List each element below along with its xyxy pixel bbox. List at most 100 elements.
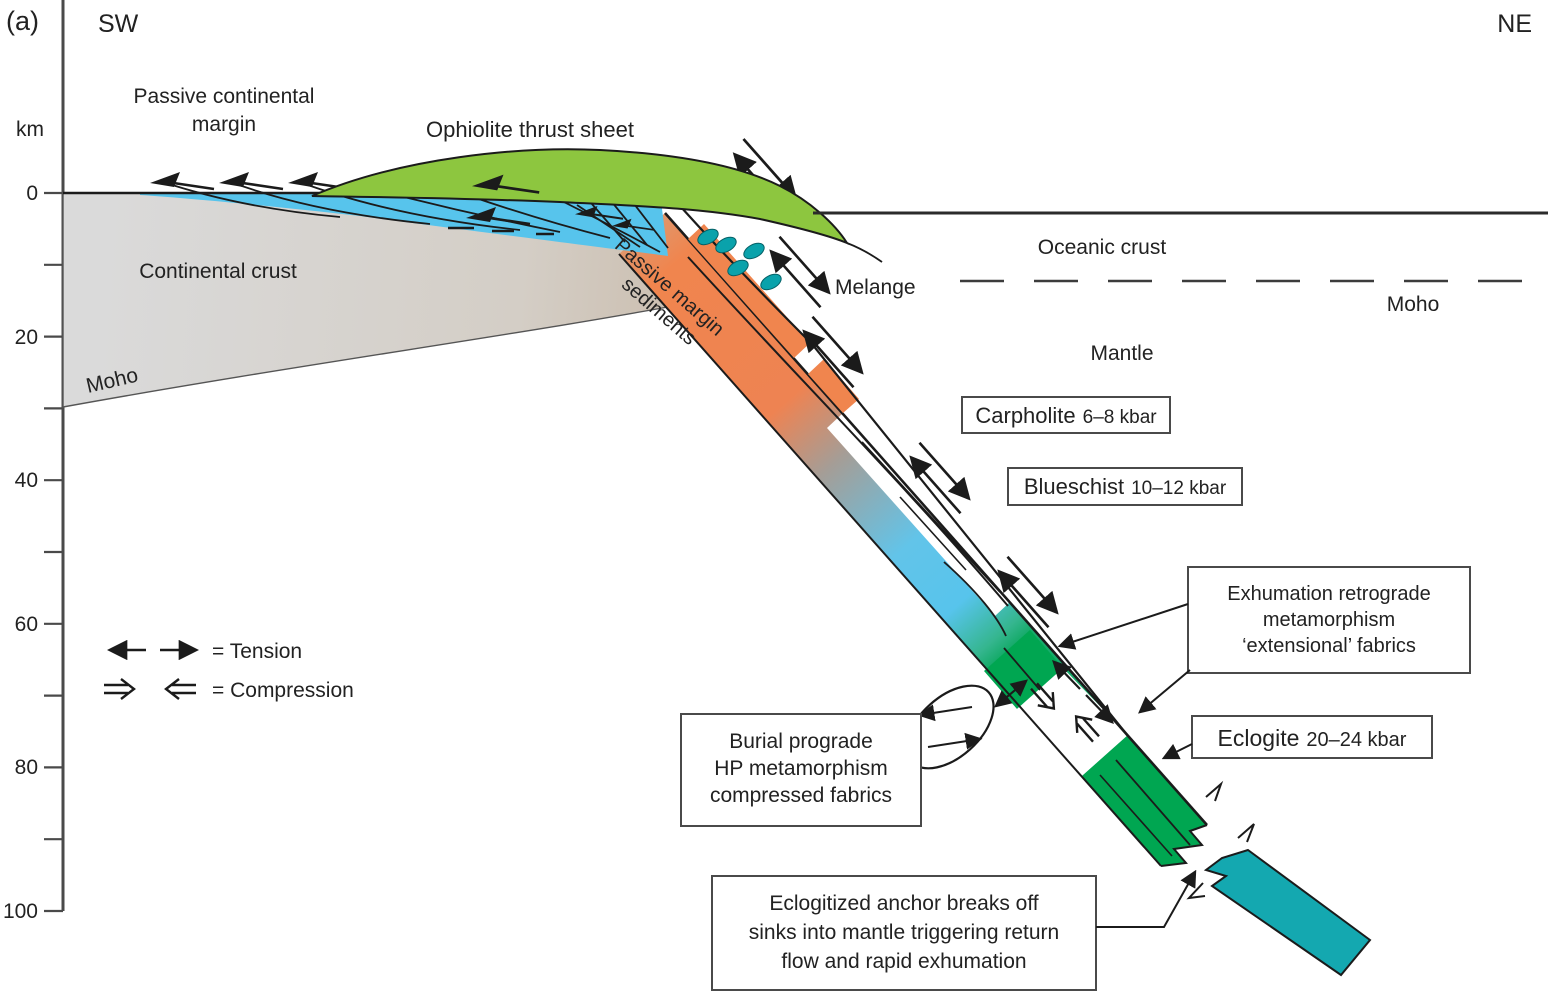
anchor-leader-arrow	[1096, 869, 1197, 928]
depth-axis: km 0 20 40 60 80 100	[3, 0, 65, 923]
carpholite-callout: Carpholite 6–8 kbar	[961, 396, 1171, 434]
slab-bottom-edge	[618, 253, 1162, 867]
channel-slip-line	[861, 441, 1001, 593]
passive-margin-basin	[140, 170, 669, 256]
axis-ticks	[44, 191, 63, 913]
axis-tick-label: 100	[3, 900, 38, 923]
shear-arrow-icon	[917, 704, 973, 722]
eclogite-name: Eclogite	[1218, 725, 1300, 751]
melange-label: Melange	[835, 276, 916, 299]
burial-box	[680, 713, 922, 827]
exhumation-callout: Exhumation retrograde metamorphism ‘exte…	[1057, 566, 1471, 714]
carpholite-value: 6–8 kbar	[1083, 407, 1158, 428]
subducting-slab	[618, 212, 1255, 900]
channel-sediment-sliver	[688, 224, 810, 358]
subduction-channel	[671, 139, 1129, 737]
anchor-text-line: flow and rapid exhumation	[781, 950, 1026, 973]
exhumation-leader-arrow	[1138, 669, 1191, 714]
axis-tick-label: 20	[15, 326, 38, 349]
shear-couple-icon	[768, 237, 833, 308]
slab-internal-line	[943, 561, 1007, 637]
tension-legend-label: = Tension	[212, 640, 302, 663]
anchor-text-line: Eclogitized anchor breaks off	[769, 892, 1038, 915]
oceanic-plate: Oceanic crust Moho Mantle	[813, 211, 1548, 365]
burial-text-line: Burial prograde	[729, 730, 873, 753]
slab-break-zigzag	[1160, 824, 1208, 867]
channel-sediment-sliver	[808, 359, 859, 413]
compression-legend-arrow-icon	[164, 677, 198, 701]
carpholite-box	[961, 396, 1171, 434]
compass-ne-label: NE	[1497, 10, 1532, 38]
axis-unit-label: km	[16, 118, 44, 141]
anchor-box	[711, 875, 1097, 991]
break-hook	[1237, 823, 1255, 843]
mantle-label: Mantle	[1090, 342, 1153, 365]
blueschist-value: 10–12 kbar	[1131, 478, 1227, 499]
eclogite-box	[1191, 715, 1433, 759]
slab-internal-line	[1099, 774, 1173, 857]
slab-boudinage-gap	[1017, 668, 1128, 776]
tension-arrow-icon	[1052, 659, 1081, 690]
slab-internal-line	[1115, 759, 1191, 846]
continental-crust-label: Continental crust	[139, 260, 297, 283]
break-hook	[1205, 780, 1224, 802]
oceanic-crust-label: Oceanic crust	[1038, 236, 1167, 259]
ophiolite-label: Ophiolite thrust sheet	[426, 117, 634, 142]
exhumation-box	[1187, 566, 1471, 674]
break-hook	[1186, 882, 1206, 900]
anchor-block	[1203, 848, 1372, 977]
compression-legend-label: = Compression	[212, 679, 354, 702]
compass-sw-label: SW	[98, 10, 139, 38]
melange: Melange	[697, 228, 916, 299]
exhumation-text-line: Exhumation retrograde	[1227, 583, 1430, 605]
axis-tick-label: 80	[15, 756, 38, 779]
eclogite-leader-arrow	[1161, 743, 1193, 760]
ophiolite-sheet	[311, 148, 883, 263]
axis-tick-label: 60	[15, 613, 38, 636]
shear-arrow-icon	[927, 732, 983, 750]
thrust-half-arrow-icon	[148, 170, 216, 191]
passive-margin-label-line2: margin	[192, 113, 256, 136]
gap-kinematic-arrows	[1025, 659, 1114, 747]
eclogite-value: 20–24 kbar	[1306, 729, 1406, 751]
melange-blobs	[697, 228, 782, 291]
slab-eclogite-lower-segment	[1082, 735, 1207, 866]
ophiolite-tail-line	[846, 242, 883, 263]
thrust-half-arrow-icon	[217, 170, 285, 191]
anchor-text-line: sinks into mantle triggering return	[749, 921, 1059, 944]
burial-callout: Burial prograde HP metamorphism compress…	[680, 713, 922, 827]
channel-slip-line	[899, 496, 967, 571]
moho-right-label: Moho	[1387, 293, 1440, 316]
eclogite-callout: Eclogite 20–24 kbar	[1161, 715, 1433, 760]
anchor-callout: Eclogitized anchor breaks off sinks into…	[711, 869, 1197, 991]
blueschist-box	[1007, 467, 1243, 506]
tension-arrow-icon	[1085, 694, 1114, 725]
exhumation-text-line: metamorphism	[1263, 609, 1395, 631]
axis-tick-label: 40	[15, 469, 38, 492]
ellipse-connector-arrow	[994, 680, 1027, 708]
panel-label: (a)	[6, 6, 39, 36]
compression-legend-arrow-icon	[102, 677, 136, 701]
slab-missing-sediment-gap	[827, 413, 1011, 616]
axis-tick-label: 0	[26, 182, 38, 205]
burial-text-line: HP metamorphism	[714, 757, 888, 780]
strain-ellipse	[905, 679, 1028, 770]
slab-internal-line	[1003, 647, 1041, 691]
eclogitized-anchor	[1203, 848, 1372, 977]
burial-text-line: compressed fabrics	[710, 784, 892, 807]
blueschist-name: Blueschist	[1024, 474, 1124, 499]
basin-fill	[140, 193, 668, 256]
legend: = Tension = Compression	[102, 639, 354, 702]
slab-internal-line	[687, 256, 1009, 607]
exhumation-leader-arrow	[1057, 603, 1189, 650]
carpholite-name: Carpholite	[975, 403, 1075, 428]
passive-margin-label-line1: Passive continental	[134, 85, 315, 108]
blueschist-callout: Blueschist 10–12 kbar	[1007, 467, 1243, 506]
basin-dash-marks	[448, 226, 554, 236]
exhumation-text-line: ‘extensional’ fabrics	[1242, 635, 1416, 657]
